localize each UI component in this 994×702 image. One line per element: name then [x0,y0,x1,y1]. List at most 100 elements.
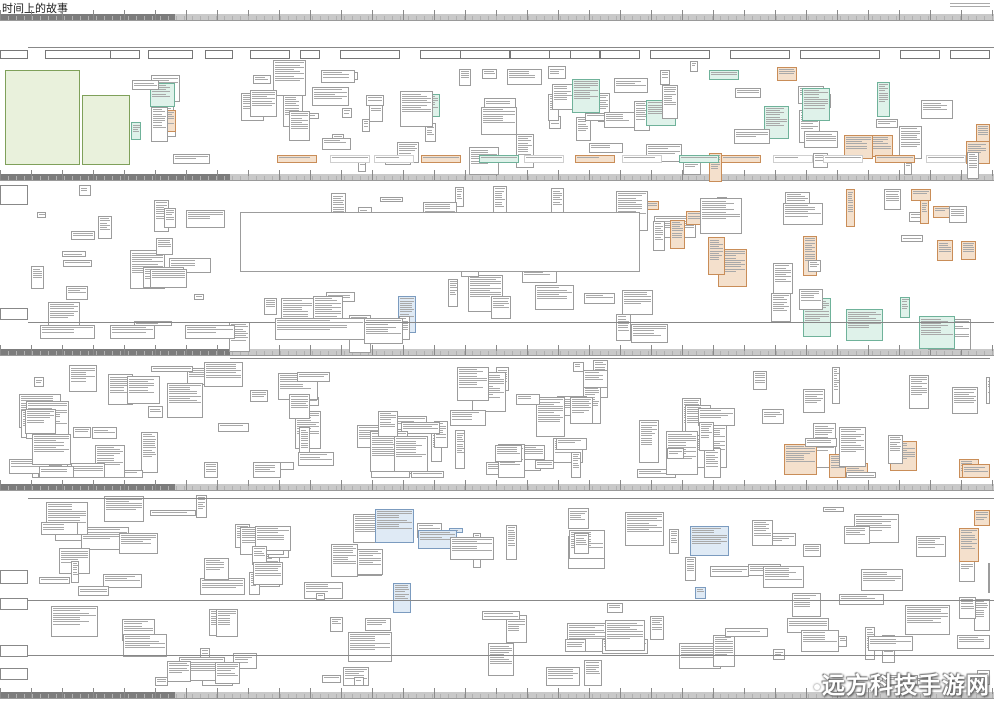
event-box [948,206,967,223]
ruler-minor-tick [880,694,881,698]
ruler-tick [155,480,156,490]
ruler-minor-tick [440,351,441,355]
text-line [427,127,434,129]
ruler-minor-tick [848,176,849,180]
text-line [27,410,54,412]
text-line [456,434,464,436]
ruler-minor-tick [88,176,89,180]
ruler-tick [434,345,435,355]
text-line [855,525,891,527]
ruler-minor-tick [152,176,153,180]
text-line [774,274,786,276]
ruler-minor-tick [824,176,825,180]
text-line [975,518,985,520]
text-line [879,88,888,90]
event-box [883,189,902,210]
text-line [917,537,941,539]
text-line [206,363,236,365]
text-line [206,372,236,374]
ruler-minor-tick [328,694,329,698]
text-line [552,194,563,196]
ruler-minor-tick [8,694,9,698]
ruler-minor-tick [536,16,537,20]
era-label-box [0,50,28,59]
text-line [314,309,332,311]
text-line [975,602,988,604]
ruler-minor-tick [152,694,153,698]
era-label-box [300,50,320,59]
ruler-tick [713,10,714,20]
text-line [134,82,155,84]
ruler-minor-tick [448,176,449,180]
event-box [625,511,665,546]
text-line [152,120,165,122]
text-line [855,523,882,525]
ruler-minor-tick [472,694,473,698]
text-line [314,298,332,300]
text-line [96,464,120,466]
text-line [671,223,683,225]
text-line [400,324,409,326]
text-line [920,329,942,331]
ruler-minor-tick [56,486,57,490]
ruler-minor-tick [792,176,793,180]
text-line [35,381,41,383]
text-line [35,379,42,381]
text-line [371,455,401,457]
text-line [206,368,236,370]
text-line [257,532,278,534]
text-line [396,455,422,457]
ruler-minor-tick [328,16,329,20]
ruler-minor-tick [440,176,441,180]
ruler-minor-tick [664,486,665,490]
text-line [188,376,215,378]
ruler-minor-tick [832,16,833,20]
text-line [627,518,657,520]
text-line [40,468,68,470]
text-line [921,209,926,211]
ruler-minor-tick [760,16,761,20]
text-line [700,428,709,430]
text-line [332,545,353,547]
text-line [152,126,166,128]
ruler-minor-tick [720,694,721,698]
ruler-tick [837,480,838,490]
text-line [125,647,166,649]
ruler-minor-tick [600,16,601,20]
text-line [494,203,503,205]
ruler-minor-tick [744,351,745,355]
era-label-box [950,50,990,59]
ruler-minor-tick [480,16,481,20]
event-box [707,237,725,276]
text-line [251,96,268,98]
text-line [558,400,576,402]
text-line [401,95,427,97]
text-line [810,266,817,268]
event-box [933,206,952,219]
text-line [300,431,308,433]
text-line [710,166,718,168]
ruler-tick [899,170,900,180]
event-box [482,611,521,621]
text-line [73,567,78,569]
text-line [494,195,503,197]
text-line [804,402,818,404]
text-line [570,532,592,534]
text-line [231,326,249,328]
text-line [50,304,75,306]
text-line [254,570,278,572]
text-line [296,426,320,428]
ruler-minor-tick [568,694,569,698]
ruler-tick [124,170,125,180]
text-line [67,292,86,294]
text-line [902,301,908,303]
ruler-tick [372,345,373,355]
text-line [100,220,110,222]
text-line [380,419,391,421]
text-line [652,626,663,628]
text-line [571,398,591,400]
text-line [889,441,900,443]
text-line [578,119,589,121]
ruler-minor-tick [80,351,81,355]
ruler-tick [310,345,311,355]
